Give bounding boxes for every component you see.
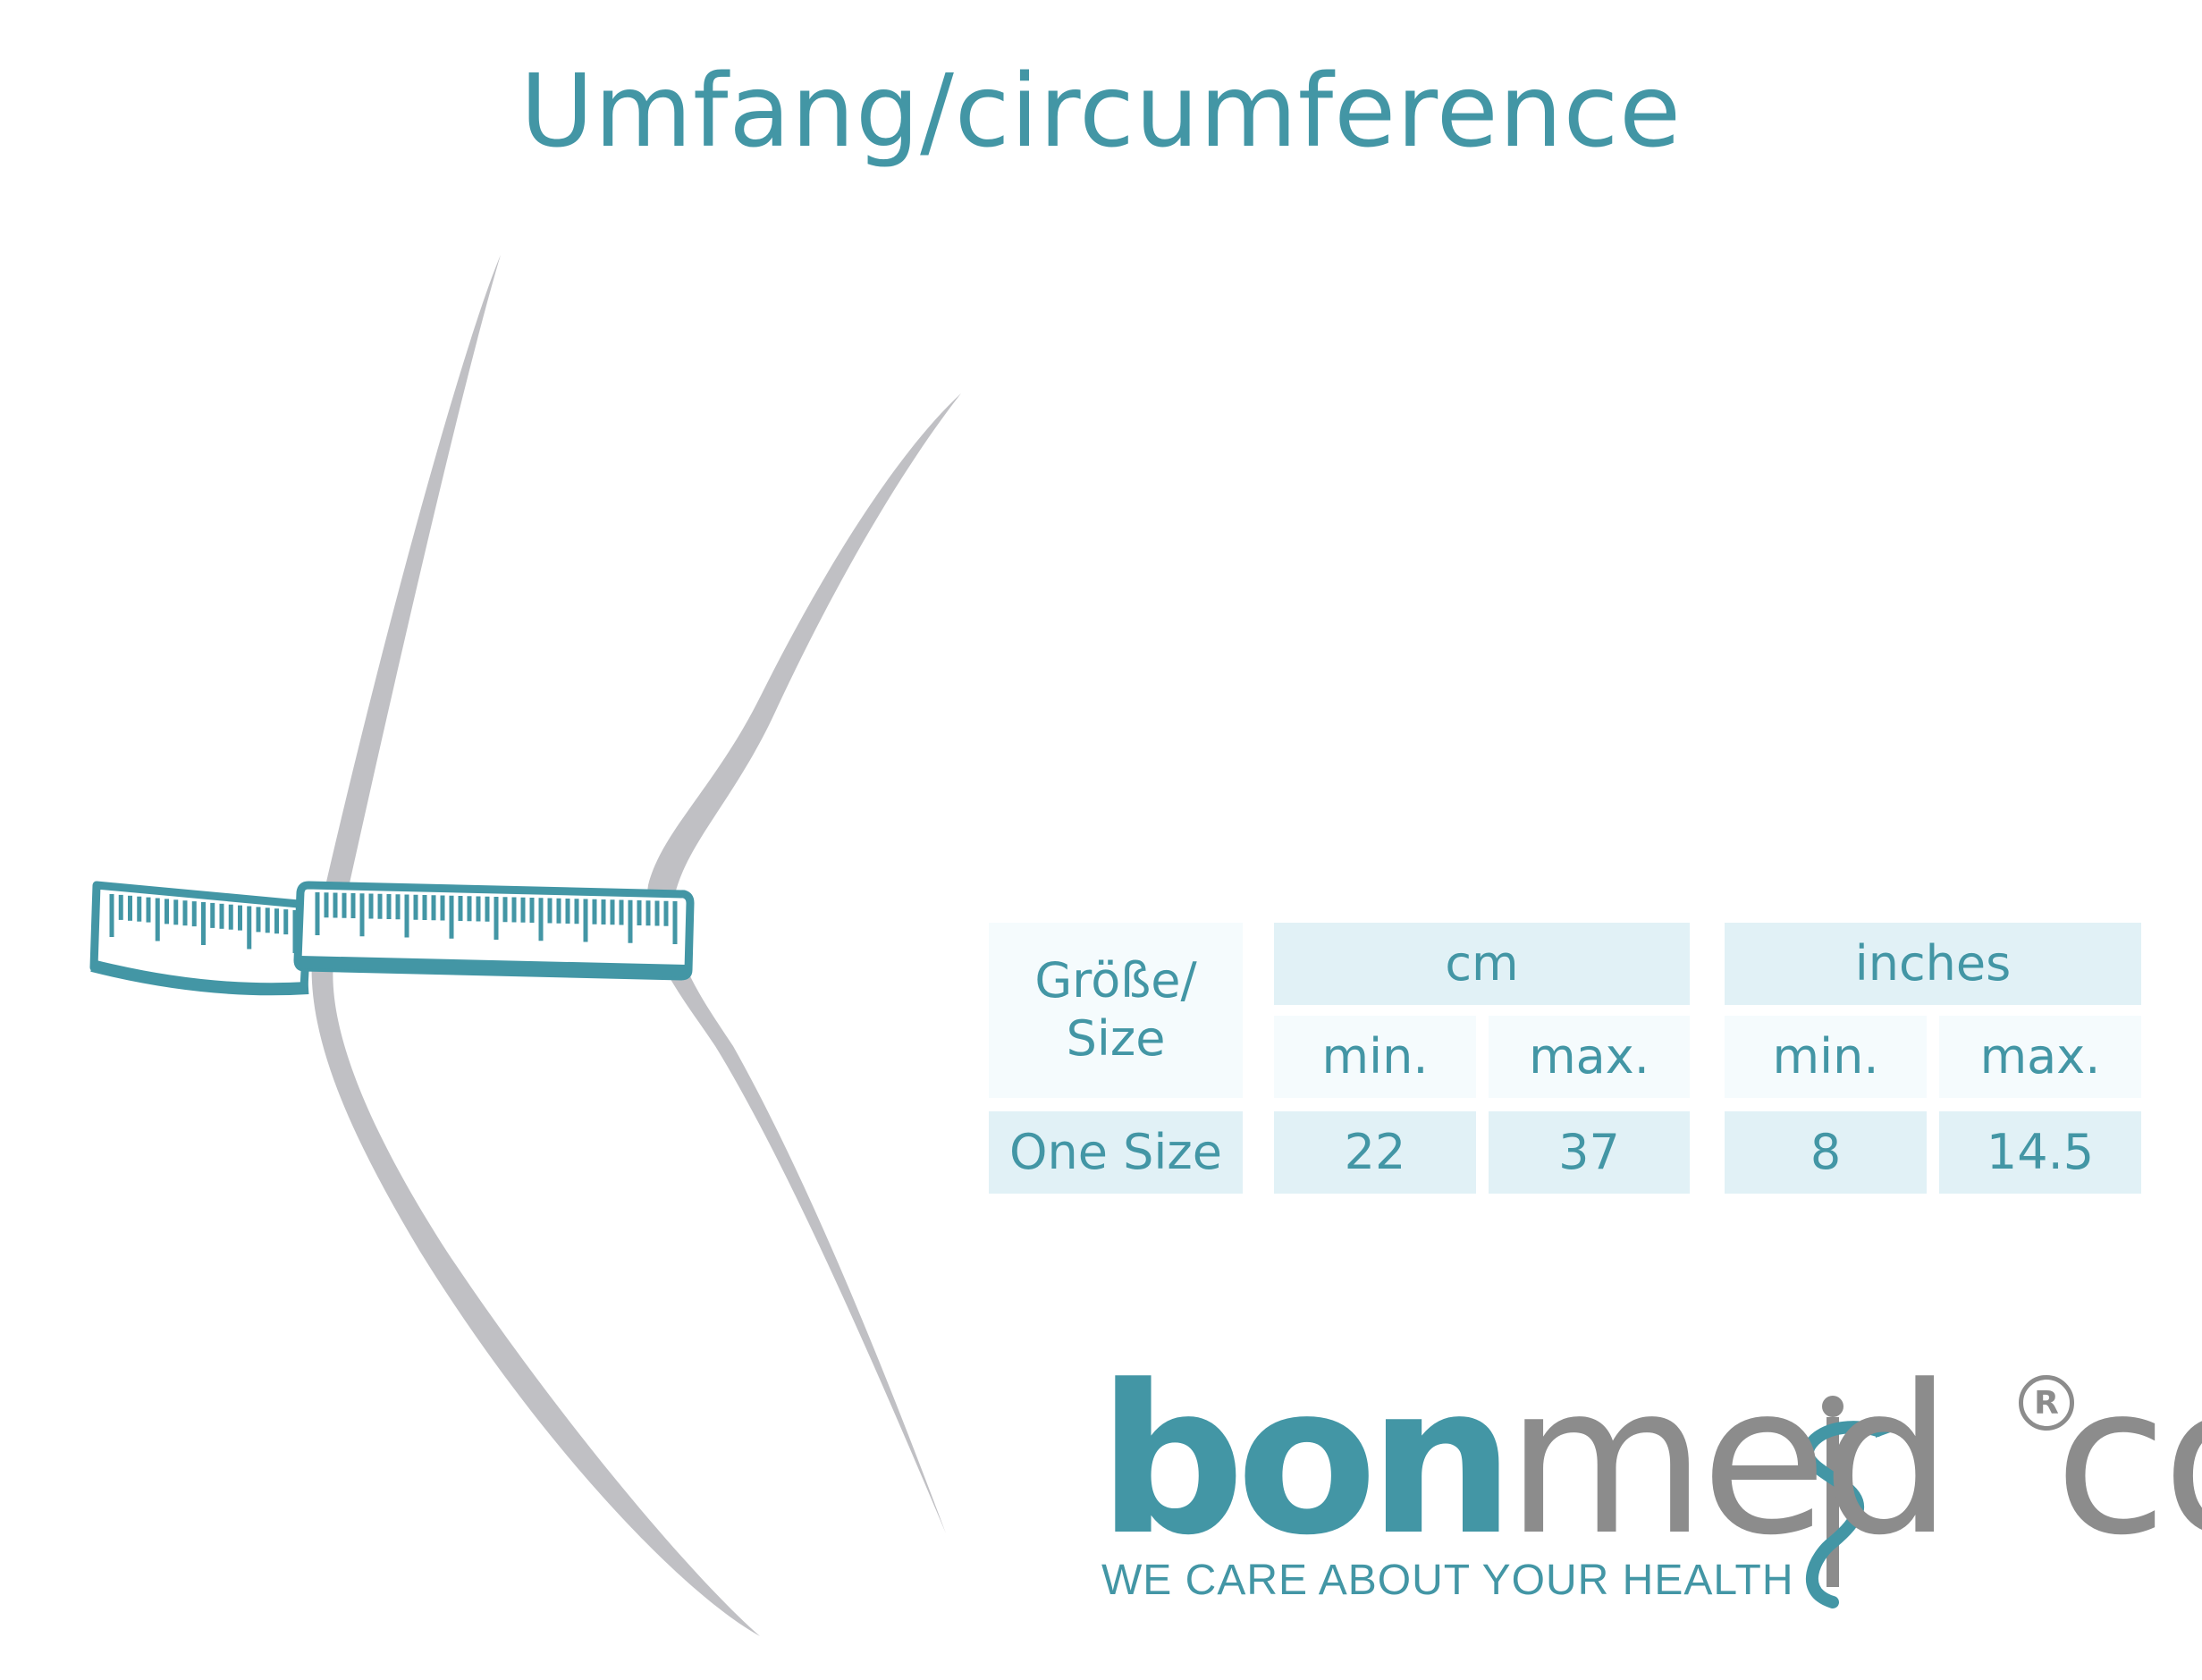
cm-max-label: max. — [1489, 1016, 1690, 1098]
brand-logo: bonmedco — [1098, 1359, 2202, 1565]
cm-min-label: min. — [1274, 1016, 1476, 1098]
cm-min-value: 22 — [1274, 1111, 1476, 1194]
limb-outline-right — [646, 393, 961, 1533]
in-max-value: 14.5 — [1939, 1111, 2141, 1194]
logo-bon: bon — [1098, 1342, 1514, 1581]
row-label: One Size — [989, 1111, 1243, 1194]
in-min-label: min. — [1725, 1016, 1927, 1098]
in-max-label: max. — [1939, 1016, 2141, 1098]
inches-header: inches — [1725, 923, 2141, 1005]
page-title: Umfang/circumference — [519, 54, 1683, 170]
logo-co: co — [2054, 1342, 2202, 1581]
size-header: Größe/ Size — [989, 923, 1243, 1098]
caduceus-icon — [1801, 1396, 1895, 1608]
cm-header: cm — [1274, 923, 1690, 1005]
cm-max-value: 37 — [1489, 1111, 1690, 1194]
logo-med: med — [1506, 1342, 1953, 1581]
in-min-value: 8 — [1725, 1111, 1927, 1194]
tape-measure-icon — [89, 881, 695, 996]
registered-mark-icon: R — [2019, 1375, 2074, 1431]
brand-tagline: WE CARE ABOUT YOUR HEALTH — [1101, 1557, 1794, 1604]
